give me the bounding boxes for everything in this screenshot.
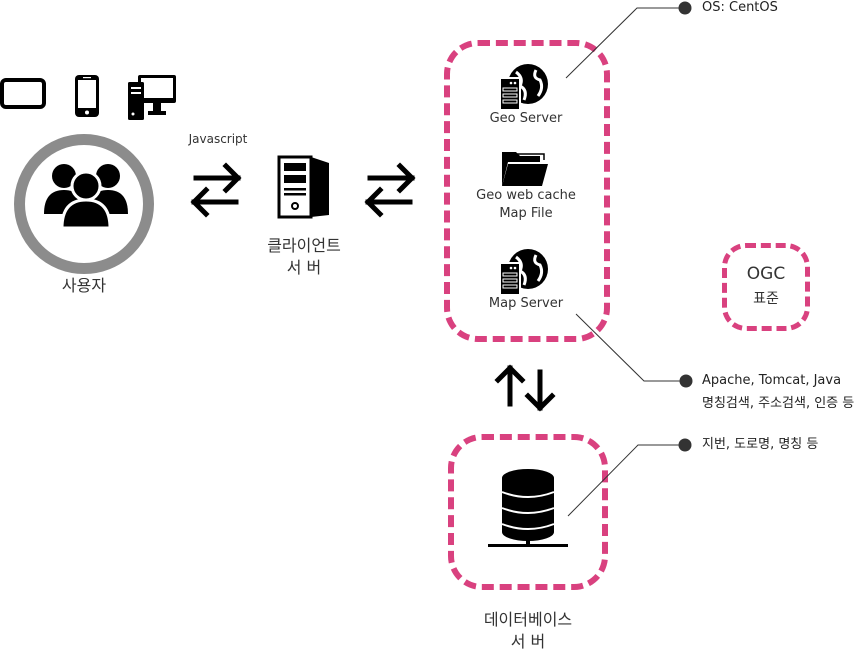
stack-note-2: 명칭검색, 주소검색, 인증 등 (702, 396, 855, 411)
db-server-label-2: 서 버 (510, 632, 546, 651)
database-icon (488, 469, 568, 547)
db-note: 지번, 도로명, 명칭 등 (702, 437, 819, 452)
app-server-group (444, 40, 610, 342)
geo-server-label: Geo Server (489, 111, 563, 126)
os-note: OS: CentOS (702, 0, 778, 15)
javascript-label: Javascript (188, 132, 248, 146)
geo-server-icon (499, 64, 548, 111)
map-server-icon (499, 249, 548, 296)
server-tower-icon (277, 155, 329, 219)
folder-icon (502, 152, 548, 186)
client-server-label-1: 클라이언트 (267, 236, 341, 255)
bidirectional-arrows-icon (190, 162, 242, 218)
user-node (14, 134, 154, 274)
standard-label: 표준 (753, 291, 779, 307)
geo-web-cache-label-2: Map File (499, 206, 553, 221)
os-callout-line (565, 7, 684, 79)
user-label: 사용자 (61, 276, 107, 295)
geo-web-cache-label-1: Geo web cache (476, 188, 576, 203)
desktop-icon (128, 75, 176, 120)
stack-callout-dot (679, 374, 693, 388)
db-server-group (448, 434, 608, 590)
bidirectional-arrows-icon (364, 162, 416, 218)
map-server-label: Map Server (488, 296, 564, 311)
db-server-label-1: 데이터베이스 (483, 610, 573, 629)
db-callout-line (567, 444, 684, 517)
stack-callout-line (575, 313, 685, 382)
client-server-label-2: 서 버 (286, 258, 322, 277)
os-callout-dot (678, 1, 692, 15)
ogc-standard-box (722, 243, 810, 331)
db-callout-dot (678, 438, 692, 452)
users-group-icon (44, 164, 128, 230)
up-down-arrows-icon (494, 364, 556, 412)
ogc-label: OGC (746, 264, 786, 284)
smartphone-icon (75, 75, 99, 117)
tablet-icon (0, 78, 46, 109)
stack-note-1: Apache, Tomcat, Java (702, 373, 842, 388)
